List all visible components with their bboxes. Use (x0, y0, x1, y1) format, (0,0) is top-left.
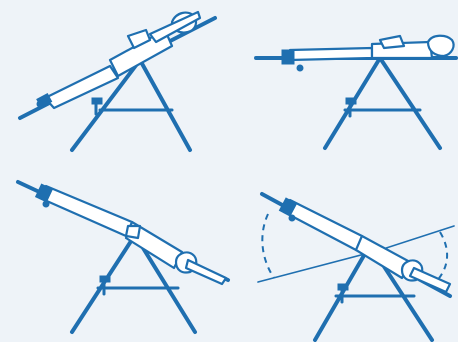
panel-4-swing-range (258, 194, 454, 340)
swing-arc-right (434, 232, 447, 284)
panel-2-horizontal (256, 36, 456, 148)
swing-arc-left (262, 214, 274, 278)
person (36, 184, 226, 284)
angle-reference-line (380, 226, 454, 250)
panel-3-inverted (18, 182, 228, 332)
person (37, 12, 200, 108)
person (279, 198, 450, 292)
a-frame (325, 58, 440, 148)
panel-1-inverted-slight (20, 12, 215, 150)
person (282, 36, 454, 71)
a-frame (72, 60, 190, 150)
angle-reference-line (258, 250, 380, 282)
